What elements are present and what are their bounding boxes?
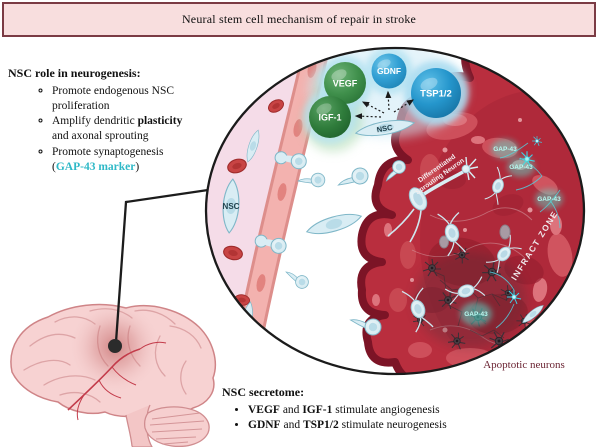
igf1-label: IGF-1 (318, 113, 341, 123)
gap43-label: GAP-43 (537, 196, 561, 203)
factor-circle-vegf: VEGF (324, 62, 366, 104)
neurogenesis-list: Promote endogenous NSC proliferation Amp… (8, 84, 208, 176)
nsc-secreting-label: NSC (376, 123, 394, 135)
factor-circle-igf1: IGF-1 (309, 96, 351, 138)
secreted-factors: VEGF GDNF IGF-1 TSP1/2 (303, 48, 468, 152)
apoptotic-neuron-cluster (410, 224, 534, 353)
list-item: Promote endogenous NSC proliferation (52, 84, 186, 114)
transmigrating-nsc (254, 234, 287, 254)
neurogenesis-panel: NSC role in neurogenesis: Promote endoge… (8, 66, 208, 176)
vegf-label: VEGF (333, 79, 358, 89)
brain-illustration (10, 301, 217, 447)
callout-line (114, 188, 209, 343)
gap43-marker-text: GAP-43 marker (55, 161, 136, 174)
gap43-label: GAP-43 (464, 311, 488, 318)
nsc-vessel-label: NSC (223, 202, 240, 211)
list-item: Amplify dendritic plasticity and axonal … (52, 114, 186, 144)
neurogenesis-heading: NSC role in neurogenesis: (8, 66, 141, 80)
stroke-site-dot (108, 339, 122, 353)
cerebral-arteries (67, 341, 167, 421)
list-item: Promote synaptogenesis (GAP-43 marker) (52, 145, 186, 175)
cerebellum (143, 406, 210, 447)
factor-circle-gdnf: GDNF (371, 53, 407, 89)
list-item: GDNF and TSP1/2 stimulate neurogenesis (248, 418, 447, 433)
cerebellum-striations (149, 412, 205, 445)
dying-neuron (499, 224, 511, 240)
secreting-nsc: NSC (354, 115, 416, 141)
nsc-cell-labeled: NSC (220, 177, 242, 235)
dying-neuron (439, 235, 449, 249)
magnified-view: NSC (204, 46, 586, 376)
gap43-label: GAP-43 (493, 146, 517, 153)
transmigrating-nsc (274, 151, 307, 170)
migrating-nscs (254, 151, 383, 337)
secretome-list: VEGF and IGF-1 stimulate angiogenesis GD… (222, 403, 447, 433)
title-bar: Neural stem cell mechanism of repair in … (2, 2, 596, 37)
blood-vessel-lumen (206, 48, 318, 374)
page-title: Neural stem cell mechanism of repair in … (181, 12, 417, 26)
brainstem (125, 404, 153, 447)
sprouting-neuron (387, 156, 479, 243)
factor-circle-tsp12: TSP1/2 (411, 68, 461, 118)
gap43-labels: GAP-43 GAP-43 GAP-43 GAP-43 (460, 139, 563, 326)
list-item: VEGF and IGF-1 stimulate angiogenesis (248, 403, 447, 418)
secretome-panel: NSC secretome: VEGF and IGF-1 stimulate … (222, 385, 447, 433)
gdnf-label: GDNF (377, 66, 401, 76)
tsp12-label: TSP1/2 (420, 89, 452, 100)
secretome-heading: NSC secretome: (222, 385, 305, 399)
gap43-label: GAP-43 (509, 164, 533, 171)
apoptotic-neurons-caption: Apoptotic neurons (483, 359, 565, 371)
secretion-arrows (354, 90, 415, 120)
magnifier-circle-outline (204, 46, 586, 376)
